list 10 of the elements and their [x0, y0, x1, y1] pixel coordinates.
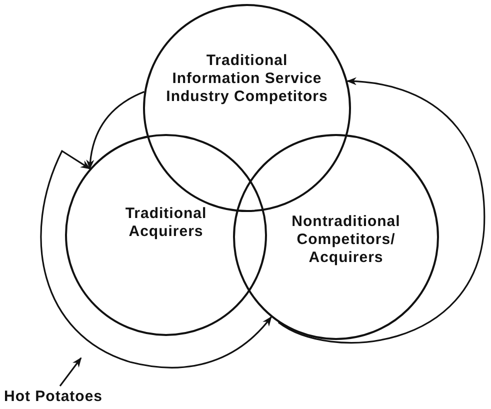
circle-label: Traditional Information Service Industry Competitors	[165, 52, 329, 106]
venn-circle	[233, 134, 439, 340]
circle-label: Traditional Acquirers	[124, 205, 208, 241]
curved-arrow	[40, 150, 272, 368]
leader-line	[59, 357, 82, 386]
circle-label: Nontraditional Competitors/ Acquirers	[290, 213, 402, 267]
venn-circle	[65, 134, 267, 336]
curved-arrow	[278, 78, 485, 344]
annotation-label: Hot Potatoes	[4, 388, 103, 405]
curved-arrow	[86, 90, 145, 170]
